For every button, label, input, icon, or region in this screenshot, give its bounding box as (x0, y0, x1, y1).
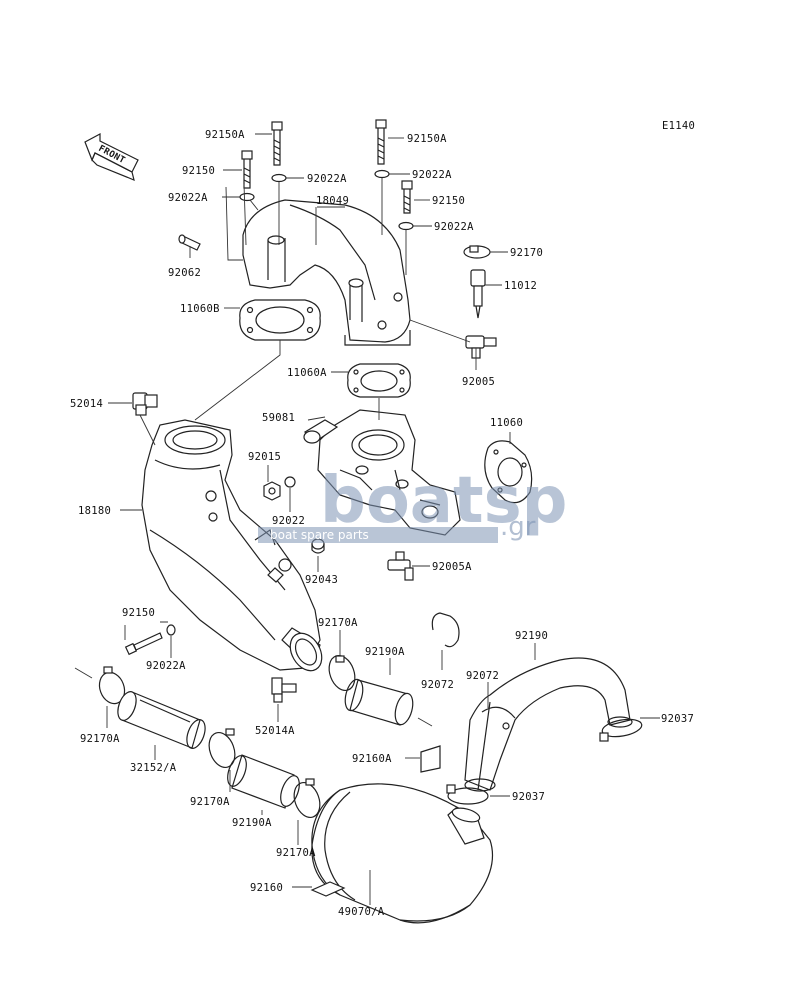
diagram-code: E1140 (662, 120, 695, 132)
label-92160A: 92160A (352, 753, 392, 765)
clamp-92037-low (446, 784, 489, 805)
band-92072-b (481, 706, 516, 730)
nut-92015 (263, 481, 281, 501)
label-92022A-right2: 92022A (434, 221, 474, 233)
label-52014: 52014 (70, 398, 103, 410)
label-92062: 92062 (168, 267, 201, 279)
clamp-92170 (463, 245, 491, 259)
bolt-92150-left (241, 150, 253, 189)
label-11060B: 11060B (180, 303, 220, 315)
muffler-49070A (311, 783, 494, 924)
gasket-11060B (239, 299, 321, 341)
label-92170A-left: 92170A (80, 733, 120, 745)
bolt-92150-low (124, 632, 163, 656)
exhaust-manifold-18049 (242, 199, 411, 346)
label-92005A: 92005A (432, 561, 472, 573)
hose-92190A-top (344, 678, 414, 726)
label-92022A-right1: 92022A (412, 169, 452, 181)
clamp-92170A-center (208, 728, 236, 769)
label-11060A: 11060A (287, 367, 327, 379)
fitting-92005A (387, 551, 414, 581)
watermark: boatsp .gr boat spare parts (258, 464, 567, 543)
label-92170A-center: 92170A (190, 796, 230, 808)
clamp-92037-top (599, 718, 643, 742)
sensor-11012 (470, 269, 486, 319)
label-11012: 11012 (504, 280, 537, 292)
label-92005: 92005 (462, 376, 495, 388)
label-49070A: 49070/A (338, 906, 385, 918)
washer-92022A-low (166, 624, 176, 636)
bent-hose-92190 (464, 657, 633, 792)
front-arrow-icon: FRONT (84, 133, 139, 181)
expansion-chamber-18180 (141, 419, 321, 671)
label-11060: 11060 (490, 417, 523, 429)
label-92150A-right: 92150A (407, 133, 447, 145)
label-92015: 92015 (248, 451, 281, 463)
clamp-92170A-left (98, 666, 126, 705)
label-92022A-center: 92022A (307, 173, 347, 185)
pad-92160 (310, 881, 346, 897)
label-92150-right: 92150 (432, 195, 465, 207)
label-92190A-low: 92190A (232, 817, 272, 829)
stud-92062 (178, 234, 201, 251)
washer-92022A-4 (398, 221, 414, 231)
label-92150-left: 92150 (182, 165, 215, 177)
label-92043: 92043 (305, 574, 338, 586)
watermark-brand: boatsp (320, 464, 567, 538)
label-92170A-mid: 92170A (318, 617, 358, 629)
tube-32152A (117, 691, 206, 749)
label-92170: 92170 (510, 247, 543, 259)
label-18180: 18180 (78, 505, 111, 517)
clamp-92170A-mid (328, 654, 356, 692)
label-92072-a: 92072 (421, 679, 454, 691)
watermark-suffix: .gr (500, 512, 536, 542)
bolt-92150-right (401, 180, 413, 214)
label-52014A: 52014A (255, 725, 295, 737)
label-92150A-top: 92150A (205, 129, 245, 141)
bolt-92150A-left (271, 121, 283, 166)
label-18049: 18049 (316, 195, 349, 207)
bolt-92150A-right (375, 119, 387, 165)
label-92022: 92022 (272, 515, 305, 527)
band-92072 (431, 612, 460, 648)
fitting-52014A (271, 677, 297, 703)
label-32152A: 32152/A (130, 762, 177, 774)
watermark-tagline: boat spare parts (270, 528, 369, 542)
washer-92022A-3 (374, 169, 390, 179)
label-92037-low: 92037 (512, 791, 545, 803)
pad-92160A (420, 745, 441, 773)
label-92022A-left: 92022A (168, 192, 208, 204)
gasket-11060A (347, 363, 411, 398)
label-92072-b: 92072 (466, 670, 499, 682)
watermark-band (258, 527, 498, 543)
elbow-52014 (132, 392, 158, 416)
leader-lines (74, 133, 660, 905)
fitting-92005 (465, 335, 497, 359)
label-92150-low: 92150 (122, 607, 155, 619)
label-92190A-top: 92190A (365, 646, 405, 658)
label-92037-top: 92037 (661, 713, 694, 725)
part-labels: 92150A 92150A 92150 92022A 92022A 92022A… (70, 129, 694, 918)
label-92190: 92190 (515, 630, 548, 642)
label-92170A-right: 92170A (276, 847, 316, 859)
label-92022A-low: 92022A (146, 660, 186, 672)
chamber-outlet-pipe (281, 627, 323, 672)
clamp-92170A-right (293, 778, 321, 819)
washer-92022A-2 (239, 192, 255, 202)
washer-92022A-1 (271, 173, 287, 183)
washer-92022 (284, 476, 296, 488)
gasket-11060 (484, 440, 533, 504)
label-92160: 92160 (250, 882, 283, 894)
hose-92190A-low (227, 754, 300, 809)
label-59081: 59081 (262, 412, 295, 424)
